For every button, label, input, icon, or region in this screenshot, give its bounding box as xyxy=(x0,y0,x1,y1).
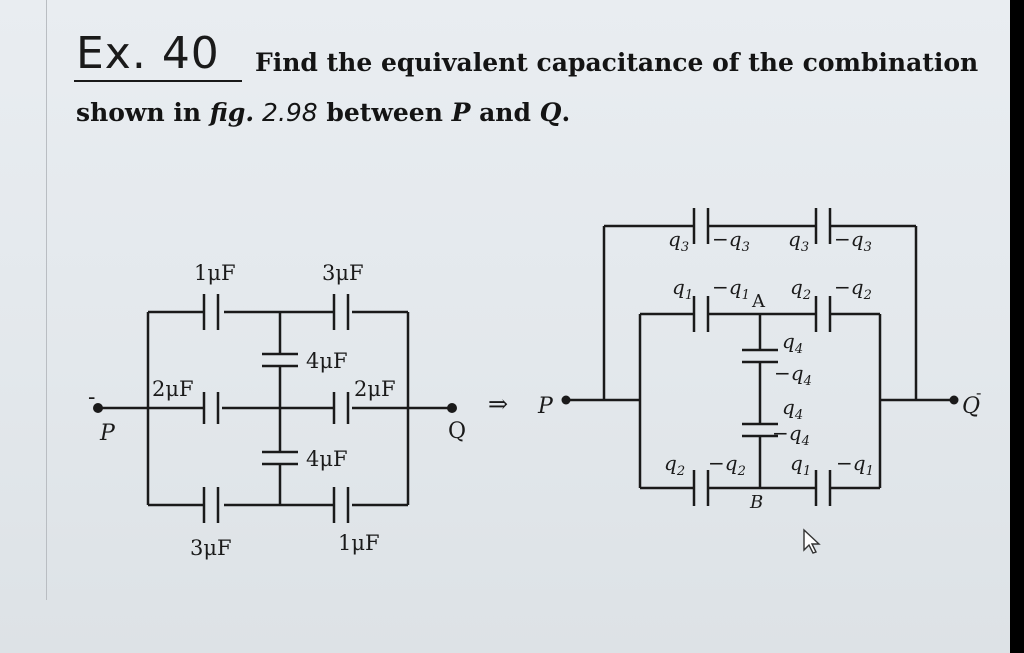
charge-mid-a-plus: q1 xyxy=(672,275,693,303)
charge-bot-a-plus: q2 xyxy=(664,451,685,479)
cap-label-top-right: 3μF xyxy=(322,261,364,285)
period: . xyxy=(561,98,571,127)
charge-bot-a-minus: −q2 xyxy=(708,451,746,479)
cap-label-right: 2μF xyxy=(354,377,396,401)
charge-v2-plus: q4 xyxy=(782,395,803,423)
example-underline xyxy=(74,80,242,82)
right-terminal-q-dot xyxy=(949,395,959,405)
point-p: P xyxy=(451,98,471,127)
charge-top-b-minus: −q3 xyxy=(834,227,872,255)
fig-word: fig. xyxy=(209,98,255,127)
left-circuit-wires xyxy=(98,294,452,523)
page-margin-line xyxy=(46,0,47,600)
charge-mid-b-minus: −q2 xyxy=(834,275,872,303)
implies-arrow: ⇒ xyxy=(488,390,508,418)
cap-label-mid-lower: 4μF xyxy=(306,447,348,471)
node-a-label: A xyxy=(751,291,766,312)
node-b-label: B xyxy=(749,492,763,513)
right-circuit-wires xyxy=(566,208,954,506)
terminal-q-label: Q xyxy=(448,419,466,444)
cap-label-left: 2μF xyxy=(152,377,194,401)
charge-mid-a-minus: −q1 xyxy=(712,275,750,303)
question-text: shown in xyxy=(76,98,210,127)
charge-bot-b-plus: q1 xyxy=(790,451,811,479)
charge-top-b-plus: q3 xyxy=(788,227,809,255)
terminal-q-dot xyxy=(447,403,457,413)
figure-number: 2.98 xyxy=(254,98,318,127)
charge-top-a-plus: q3 xyxy=(668,227,689,255)
cap-label-bottom-right: 1μF xyxy=(338,531,380,555)
q-sign: - xyxy=(976,383,981,402)
question-text-and: and xyxy=(470,98,540,127)
question-text-between: between xyxy=(317,98,452,127)
cap-label-top-left: 1μF xyxy=(194,261,236,285)
right-terminal-p-label: P xyxy=(537,394,554,419)
right-terminal-q-label: Q xyxy=(962,394,980,419)
mouse-pointer-icon xyxy=(803,528,821,554)
cap-label-bottom-left: 3μF xyxy=(190,536,232,560)
cap-label-mid-upper: 4μF xyxy=(306,349,348,373)
p-sign: - xyxy=(88,385,95,410)
charge-v2-minus: −q4 xyxy=(772,421,810,449)
question-line-2: shown in fig. 2.98 between P and Q. xyxy=(76,98,570,127)
question-line-1: Find the equivalent capacitance of the c… xyxy=(255,48,979,77)
charge-labels: q3 −q3 q3 −q3 q1 −q1 A q2 −q2 q4 −q4 q4 … xyxy=(664,227,874,513)
terminal-p-label: P xyxy=(99,421,116,446)
example-number: Ex. 40 xyxy=(76,28,220,79)
charge-top-a-minus: −q3 xyxy=(712,227,750,255)
charge-bot-b-minus: −q1 xyxy=(836,451,874,479)
terminal-p-dot xyxy=(93,403,103,413)
charge-mid-b-plus: q2 xyxy=(790,275,811,303)
charge-v1-minus: −q4 xyxy=(774,361,812,389)
charge-v1-plus: q4 xyxy=(782,329,803,357)
right-terminal-p-dot xyxy=(561,395,571,405)
point-q: Q xyxy=(539,98,562,127)
